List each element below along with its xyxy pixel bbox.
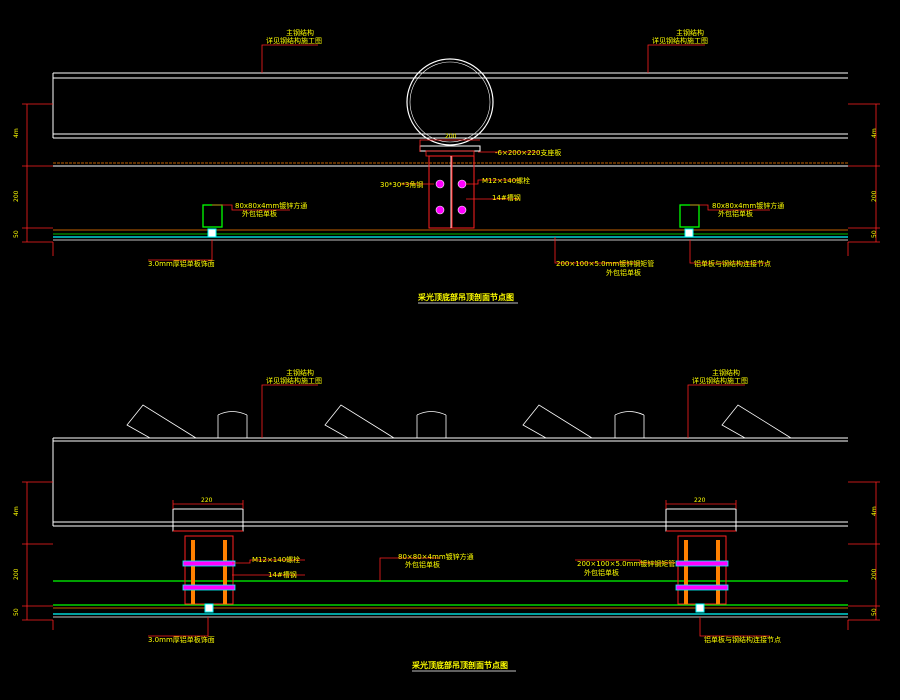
dim-top-right-2: 200 — [871, 190, 878, 202]
tube-left-label-1: 80x80x4mm镀锌方通 — [235, 201, 307, 210]
dim-top-left-1: 4m — [13, 128, 20, 138]
dim-bottom-right-1: 4m — [871, 506, 878, 516]
bottom-callout-left-1: 主钢结构 — [286, 368, 314, 377]
top-leaders — [148, 44, 770, 264]
dim-top-left-3: 50 — [13, 230, 20, 238]
bottom-dimensions-left — [22, 481, 54, 630]
top-callout-right-1: 主钢结构 — [676, 28, 704, 37]
bottom-dimensions-right — [847, 481, 880, 630]
channel-label-top: 14#槽钢 — [492, 193, 521, 202]
top-title: 采光顶底部吊顶剖面节点图 — [417, 292, 514, 302]
bottom-detail: 4m 200 50 4m 200 50 220 220 主钢结构 详见钢结构施工… — [13, 368, 880, 672]
channel-label-bottom: 14#槽钢 — [268, 570, 297, 579]
mid-label-bottom-1: 80×80×4mm镀锌方通 — [398, 552, 474, 561]
top-detail: 4m 200 50 4m 200 50 200 主钢结构 详见钢结构施工图 主钢… — [13, 28, 880, 304]
bottom-mid-label-top-1: 200×100×5.0mm镀锌钢矩管 — [556, 259, 654, 268]
clip-right — [684, 228, 694, 238]
square-tube-right — [679, 204, 700, 228]
tube-right-label-2: 外包铝单板 — [718, 209, 753, 218]
dim-top-left-2: 200 — [13, 190, 20, 202]
bottom-callout-right-1: 主钢结构 — [712, 368, 740, 377]
bolt-group-top — [435, 179, 467, 215]
bolt-label-bottom: M12×140螺栓 — [252, 555, 300, 564]
channel-steel-right — [451, 155, 475, 229]
dim-top-right-1: 4m — [871, 128, 878, 138]
right-label-bottom-2: 外包铝单板 — [584, 568, 619, 577]
mid-label-bottom-2: 外包铝单板 — [405, 560, 440, 569]
support-plate — [419, 145, 481, 152]
dim-220-right: 220 — [694, 497, 706, 504]
pipe-sketches — [126, 404, 793, 439]
right-label-bottom-1: 200×100×5.0mm镀锌钢矩管 — [577, 559, 675, 568]
main-steel-tube-inner — [409, 61, 491, 143]
dim-bottom-left-3: 50 — [13, 608, 20, 616]
dim-220-left: 220 — [201, 497, 213, 504]
tube-left-label-2: 外包铝单板 — [242, 209, 277, 218]
angle-label: 30*30*3角钢 — [380, 180, 423, 189]
bottom-leaders — [148, 384, 770, 637]
dim-bottom-left-1: 4m — [13, 506, 20, 516]
bottom-right-label-top: 铝单板与钢结构连接节点 — [694, 259, 771, 268]
dim-bottom-right-2: 200 — [871, 568, 878, 580]
bottom-left-label-bottom: 3.0mm厚铝单板饰面 — [148, 635, 215, 644]
dim-bottom-left-2: 200 — [13, 568, 20, 580]
clip-left — [207, 228, 217, 238]
support-assembly-left — [172, 508, 244, 613]
top-callout-left-1: 主钢结构 — [286, 28, 314, 37]
bottom-title: 采光顶底部吊顶剖面节点图 — [411, 660, 508, 670]
square-tube-left — [202, 204, 223, 228]
channel-steel-left — [428, 155, 452, 229]
bottom-structure-lines — [52, 437, 848, 527]
top-callout-left-2: 详见钢结构施工图 — [266, 36, 322, 45]
bottom-callout-right-2: 详见钢结构施工图 — [692, 376, 748, 385]
bottom-right-label-bottom: 铝单板与钢结构连接节点 — [704, 635, 781, 644]
bottom-callout-left-2: 详见钢结构施工图 — [266, 376, 322, 385]
support-assembly-right — [665, 508, 737, 613]
top-callout-right-2: 详见钢结构施工图 — [652, 36, 708, 45]
dim-bottom-right-3: 50 — [871, 608, 878, 616]
support-plate-lower — [425, 150, 475, 157]
top-dimensions-right — [847, 103, 880, 256]
bottom-mid-label-top-2: 外包铝单板 — [606, 268, 641, 277]
top-structure-lines — [52, 72, 848, 167]
top-dimensions-left — [22, 103, 54, 256]
main-steel-tube — [406, 58, 494, 146]
dim-200-top: 200 — [445, 133, 457, 140]
bolt-label-top: M12×140螺栓 — [482, 176, 530, 185]
plate-label: -6×200×220支座板 — [495, 148, 561, 157]
bottom-left-label-top: 3.0mm厚铝单板饰面 — [148, 259, 215, 268]
tube-right-label-1: 80x80x4mm镀锌方通 — [712, 201, 784, 210]
dim-top-right-3: 50 — [871, 230, 878, 238]
